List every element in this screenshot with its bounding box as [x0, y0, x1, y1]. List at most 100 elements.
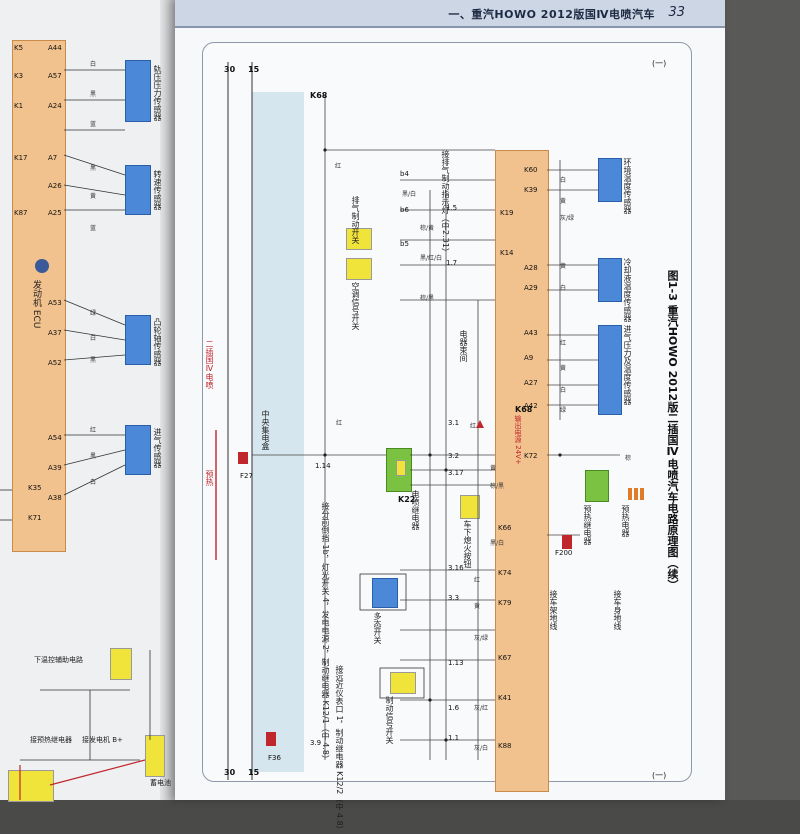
brake-switch-icon: [390, 672, 416, 694]
svg-text:1.13: 1.13: [448, 659, 464, 667]
cab-box-label: 二插国Ⅳ电喷: [205, 340, 214, 389]
preheat-relay-component-label: 预热继电器: [583, 505, 592, 545]
coolant-temp-sensor-label: 冷却液温度传感器: [623, 258, 632, 322]
battery-label: 蓄电池: [150, 779, 171, 787]
temp-sensor-icon: [125, 425, 151, 475]
svg-text:A27: A27: [524, 379, 538, 387]
svg-text:30: 30: [224, 768, 236, 777]
connect-preheat-label: 接预热继电器: [30, 736, 72, 744]
svg-text:棕/黄: 棕/黄: [420, 224, 434, 232]
env-temp-sensor-label: 环境温度传感器: [623, 158, 632, 214]
svg-text:b6: b6: [400, 206, 409, 214]
svg-text:3.3: 3.3: [448, 594, 459, 602]
figure-marker-top: (一): [652, 59, 667, 68]
svg-text:A57: A57: [48, 72, 62, 80]
svg-text:黑: 黑: [90, 357, 96, 364]
svg-text:K74: K74: [498, 569, 512, 577]
exhaust-brake-switch-label: 排气制动开关: [351, 196, 360, 244]
figure-marker-bottom: (一): [652, 771, 667, 780]
svg-text:绿: 绿: [560, 406, 566, 414]
svg-text:K67: K67: [498, 654, 512, 662]
svg-text:灰/绿: 灰/绿: [474, 634, 488, 642]
svg-text:1.7: 1.7: [446, 259, 457, 267]
env-temp-sensor-icon: [598, 158, 622, 202]
svg-text:A42: A42: [524, 402, 538, 410]
svg-text:蓝: 蓝: [90, 224, 96, 232]
svg-text:A37: A37: [48, 329, 62, 337]
svg-text:A39: A39: [48, 464, 62, 472]
svg-text:红: 红: [470, 422, 476, 430]
cam-sensor-icon: [125, 315, 151, 365]
svg-text:红: 红: [90, 426, 96, 434]
preheat-relay-component-icon: [585, 470, 609, 502]
harness-note: 电器束间: [459, 330, 468, 362]
svg-text:K79: K79: [498, 599, 512, 607]
preheat-relay-icon: [110, 648, 132, 680]
svg-text:白: 白: [90, 478, 96, 486]
svg-text:A43: A43: [524, 329, 538, 337]
svg-text:K35: K35: [28, 484, 42, 492]
ac-switch-label: 空调信号开关: [351, 282, 360, 330]
ecu-relay-coil-icon: [396, 460, 406, 476]
svg-text:A54: A54: [48, 434, 62, 442]
svg-text:K39: K39: [524, 186, 538, 194]
svg-text:K87: K87: [14, 209, 28, 217]
svg-text:白: 白: [560, 176, 566, 184]
svg-text:A24: A24: [48, 102, 62, 110]
svg-text:K41: K41: [498, 694, 512, 702]
ac-switch-icon: [346, 258, 372, 280]
preheater-label: 预热电器: [621, 505, 630, 537]
svg-text:黄: 黄: [560, 197, 566, 205]
svg-text:黄: 黄: [560, 364, 566, 372]
svg-text:K19: K19: [500, 209, 514, 217]
svg-text:黑/白: 黑/白: [402, 190, 416, 198]
svg-text:A52: A52: [48, 359, 62, 367]
svg-text:A53: A53: [48, 299, 62, 307]
speed-sensor-label: 转速传感器: [153, 170, 162, 210]
svg-text:黑: 黑: [90, 453, 96, 460]
svg-text:K14: K14: [500, 249, 514, 257]
svg-text:黄: 黄: [90, 192, 96, 200]
svg-text:A7: A7: [48, 154, 57, 162]
temp-sensor-label: 进气传感器: [153, 428, 162, 468]
svg-text:1.1: 1.1: [448, 734, 459, 742]
svg-text:K1: K1: [14, 102, 23, 110]
svg-text:绿: 绿: [90, 309, 96, 317]
boost-sensor-icon: [125, 60, 151, 122]
svg-text:3.16: 3.16: [448, 564, 464, 572]
svg-text:K88: K88: [498, 742, 512, 750]
svg-text:K60: K60: [524, 166, 538, 174]
intake-pressure-sensor-icon: [598, 325, 622, 415]
svg-text:A28: A28: [524, 264, 538, 272]
svg-text:黑/白: 黑/白: [490, 539, 504, 547]
svg-text:棕: 棕: [625, 454, 631, 462]
exhaust-brake-switch-icon: [346, 228, 372, 250]
svg-text:红: 红: [336, 419, 342, 427]
svg-text:A26: A26: [48, 182, 62, 190]
svg-text:A9: A9: [524, 354, 533, 362]
svg-text:1.14: 1.14: [315, 462, 331, 470]
svg-text:灰/白: 灰/白: [474, 744, 488, 752]
brake-switch-label: 制动信号开关: [385, 696, 394, 744]
svg-text:1.5: 1.5: [446, 204, 457, 212]
multi-switch-label: 多态开关: [373, 612, 382, 644]
svg-text:黄: 黄: [560, 262, 566, 270]
ecu-relay-id: K22: [398, 495, 416, 504]
stop-button-label: 车下熄火按钮: [463, 520, 472, 568]
center-box-label: 中央集电盒: [261, 410, 270, 450]
svg-text:K66: K66: [498, 524, 512, 532]
svg-text:白: 白: [560, 284, 566, 292]
boost-sensor-label: 轨压压力传感器: [153, 65, 162, 121]
svg-text:A38: A38: [48, 494, 62, 502]
page-number: 33: [668, 5, 685, 20]
stop-button-icon: [460, 495, 480, 519]
header-title: 一、重汽HOWO 2012版国Ⅳ电喷汽车: [448, 8, 655, 21]
figure-caption: 图1-3 重汽HOWO 2012版二插国Ⅳ电喷汽车电路原理图（续）: [666, 270, 679, 591]
svg-text:白: 白: [560, 386, 566, 394]
svg-text:A25: A25: [48, 209, 62, 217]
svg-text:灰/绿: 灰/绿: [560, 214, 574, 222]
svg-text:30: 30: [224, 65, 236, 74]
svg-text:K17: K17: [14, 154, 28, 162]
coolant-temp-sensor-icon: [598, 258, 622, 302]
svg-text:黑/红/白: 黑/红/白: [420, 254, 442, 262]
